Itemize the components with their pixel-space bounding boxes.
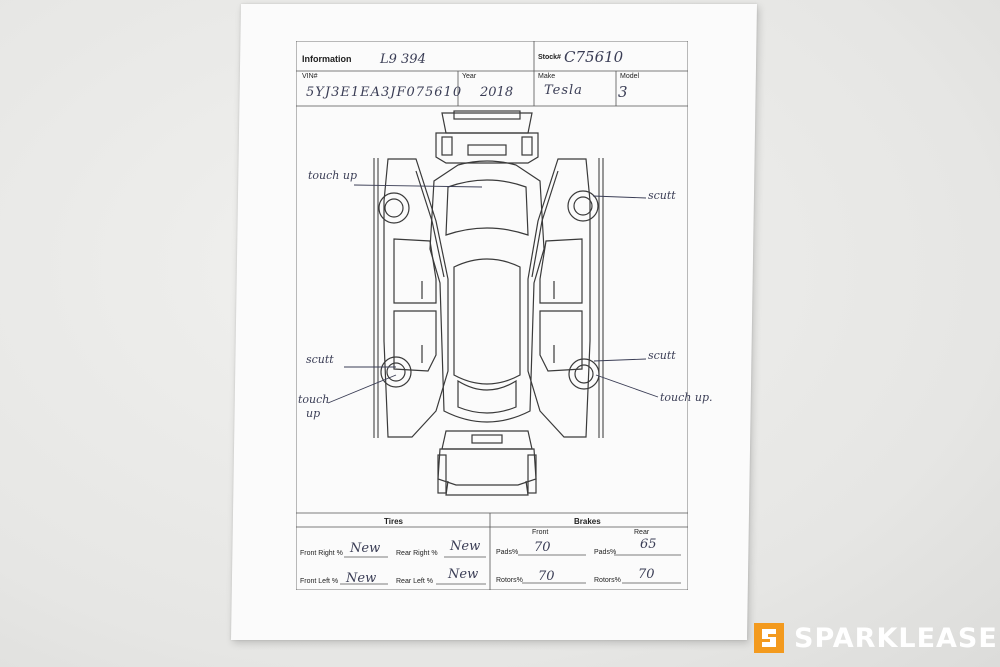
car-right-side-view (527, 158, 600, 438)
annotation-scutt-front-right: scutt (648, 189, 676, 202)
rear-pads-label: Pads% (594, 549, 617, 556)
annotation-scutt-rear-left: scutt (306, 353, 334, 366)
annotation-touch-up-rear-right: touch up. (660, 391, 713, 404)
make-value: Tesla (544, 83, 583, 98)
model-label: Model (620, 73, 640, 80)
sparklease-logo-icon (754, 623, 784, 653)
car-top-view (429, 160, 545, 423)
front-pads-label: Pads% (496, 549, 519, 556)
brakes-rear-label: Rear (634, 529, 650, 536)
annotation-touch-up-rear-left: touch (298, 393, 330, 406)
rear-rotors-label: Rotors% (594, 577, 621, 584)
rear-right-tire-value: New (450, 539, 481, 554)
sparklease-logo: SPARKLEASE (754, 621, 998, 655)
vin-label: VIN# (302, 73, 318, 80)
car-front-view (435, 110, 539, 164)
front-pads-value: 70 (534, 540, 551, 555)
year-label: Year (462, 73, 477, 80)
front-right-tire-label: Front Right % (300, 550, 343, 557)
inspection-form: Information L9 394 Stock# C75610 VIN# 5Y… (296, 41, 713, 590)
front-left-tire-value: New (346, 571, 377, 586)
annotation-scutt-rear-right: scutt (648, 349, 676, 362)
vin-value: 5YJ3E1EA3JF075610 (306, 85, 463, 100)
information-value: L9 394 (380, 52, 426, 67)
stock-value: C75610 (564, 48, 624, 66)
car-rear-view (437, 430, 537, 496)
rear-left-tire-value: New (448, 567, 479, 582)
rear-pads-value: 65 (640, 537, 657, 552)
annotation-touch-up-rear-left-line2: up (306, 407, 321, 420)
sparklease-wordmark: SPARKLEASE (794, 622, 998, 654)
front-right-tire-value: New (350, 541, 381, 556)
rear-left-tire-label: Rear Left % (396, 578, 433, 585)
form-grid (296, 41, 688, 590)
front-rotors-label: Rotors% (496, 577, 523, 584)
model-value: 3 (618, 83, 628, 101)
make-label: Make (538, 73, 556, 80)
annotation-touch-up-front: touch up (308, 169, 357, 182)
rear-right-tire-label: Rear Right % (396, 550, 438, 557)
brakes-heading: Brakes (574, 517, 601, 526)
rear-rotors-value: 70 (638, 567, 655, 582)
car-left-side-view (378, 158, 449, 438)
year-value: 2018 (480, 85, 514, 100)
stock-label: Stock# (538, 54, 561, 61)
brakes-front-label: Front (532, 529, 549, 536)
front-rotors-value: 70 (538, 569, 555, 584)
tires-heading: Tires (384, 517, 403, 526)
front-left-tire-label: Front Left % (300, 578, 339, 585)
information-label: Information (302, 54, 352, 64)
